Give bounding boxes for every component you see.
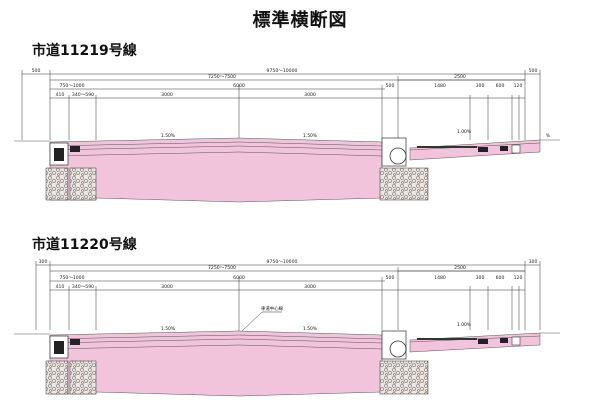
s1-dim-outer-left: 500 <box>32 68 41 74</box>
s2-dim-lane-right: 3000 <box>304 284 316 290</box>
section-1-right-pipe <box>389 147 407 165</box>
s2-dim-r4: 120 <box>514 275 523 281</box>
section-1-drawing <box>21 70 541 150</box>
s2-slope-walk: 1.00% <box>457 322 471 328</box>
s2-dim-curb: 410 <box>56 284 65 290</box>
section-1-right-gutter <box>381 137 407 167</box>
s2-dim-outer-left: 300 <box>39 259 48 265</box>
section-1-walk-surface <box>417 146 477 148</box>
s2-dim-sidewalk: 750～1000 <box>59 275 84 281</box>
s2-centerline-label: 車道中心線 <box>261 305 284 312</box>
section-1-edge-curb <box>511 144 521 154</box>
s1-dim-r1: 1480 <box>434 83 446 89</box>
s2-dim-lane-left: 3000 <box>161 284 173 290</box>
s1-dim-right-span: 2500 <box>454 74 466 80</box>
s1-dim-outer-right: 500 <box>529 68 538 74</box>
section-1-pavement <box>49 137 383 203</box>
s2-dim-gap: 500 <box>386 275 395 281</box>
s2-dim-left-span: 7250～7500 <box>208 265 236 271</box>
s1-slope-right: 1.50% <box>303 133 317 139</box>
s2-dim-curb2: 340～590 <box>72 284 94 290</box>
section-1-walk-pavement <box>409 139 541 161</box>
s2-dim-r2: 300 <box>476 275 485 281</box>
section-2-block-2 <box>500 338 508 343</box>
s2-slope-left: 1.50% <box>161 326 175 332</box>
s2-dim-right-span: 2500 <box>454 265 466 271</box>
s1-slope-left: 1.50% <box>161 133 175 139</box>
s1-dim-center: 6000 <box>233 83 245 89</box>
section-1-block-2 <box>500 146 508 151</box>
section-2-right-pipe <box>389 340 407 358</box>
section-2-pavement <box>49 330 383 397</box>
section-2-block-1 <box>478 339 488 344</box>
s1-dim-sidewalk: 750～1000 <box>59 83 84 89</box>
s1-dim-gap: 500 <box>386 83 395 89</box>
section-2-walk-surface <box>417 338 477 340</box>
section-2-right-gutter <box>381 330 407 360</box>
s1-dim-lane-left: 3000 <box>161 92 173 98</box>
drawing-title: 標準横断図 <box>252 10 348 31</box>
section-1-left-gravel <box>45 167 69 201</box>
s1-dim-r2: 300 <box>476 83 485 89</box>
section-2-right-gravel <box>379 360 429 395</box>
section-2-title: 市道11220号線 <box>32 237 137 253</box>
section-2-walk-pavement <box>409 332 541 353</box>
section-1-title: 市道11219号線 <box>32 43 137 59</box>
section-1-left-gutter-inner <box>54 148 64 161</box>
s2-dim-r3: 600 <box>496 275 505 281</box>
section-2-edge-curb <box>511 336 521 346</box>
s2-dim-center: 6000 <box>233 275 245 281</box>
s2-dim-outer-right: 300 <box>529 259 538 265</box>
section-2-drawing <box>35 261 541 335</box>
section-1-layers <box>14 139 560 157</box>
section-2-left-gravel <box>45 360 69 395</box>
s1-slope-walk: 1.00% <box>457 129 471 135</box>
s1-dim-lane-right: 3000 <box>304 92 316 98</box>
s2-dim-r1: 1480 <box>434 275 446 281</box>
section-2-left-curb <box>70 339 80 345</box>
s1-dim-curb: 410 <box>56 92 65 98</box>
section-1-right-gravel <box>379 167 429 201</box>
section-1-left-curb <box>70 146 80 152</box>
s1-dim-r4: 120 <box>514 83 523 89</box>
section-1-left-gravel-2 <box>69 167 97 201</box>
s1-dim-r3: 600 <box>496 83 505 89</box>
section-2-left-gravel-2 <box>69 360 97 395</box>
s1-dim-total: 9750～10000 <box>267 68 298 74</box>
s1-edge-pct: % <box>546 133 550 139</box>
section-1-block-1 <box>478 147 488 152</box>
s1-dim-left-span: 7250～7500 <box>208 74 236 80</box>
s2-slope-right: 1.50% <box>303 326 317 332</box>
section-2-left-gutter-inner <box>54 341 64 354</box>
s2-dim-total: 9750～10000 <box>267 259 298 265</box>
s1-dim-curb2: 340～590 <box>72 92 94 98</box>
